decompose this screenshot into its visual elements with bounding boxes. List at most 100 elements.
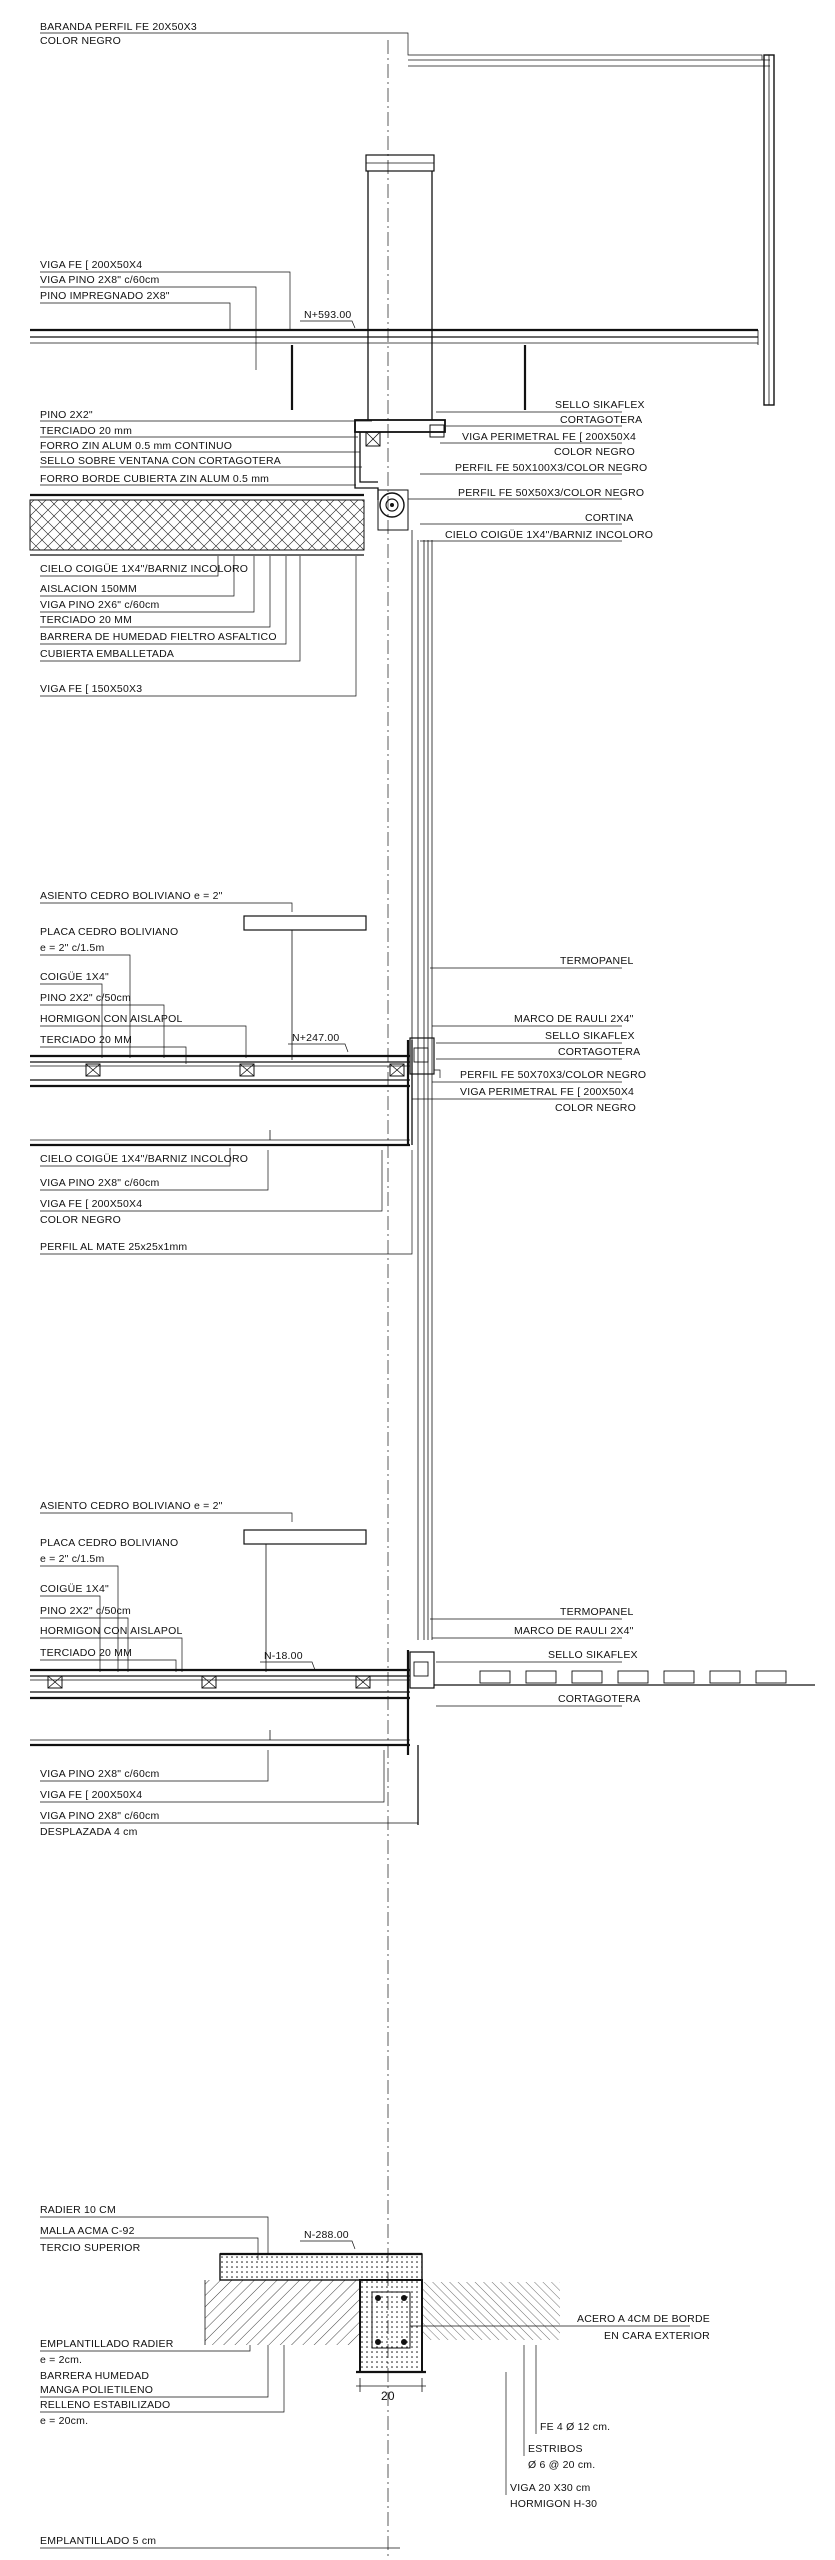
floor1-label-5: PINO 2X2" c/50cm (40, 1605, 131, 1617)
rebar-label-5: HORMIGON H-30 (510, 2498, 597, 2510)
bottom-label: EMPLANTILLADO 5 cm (40, 2535, 400, 2549)
foundation-label-2: MALLA ACMA C-92 (40, 2225, 135, 2237)
floor1-right-label-4: CORTAGOTERA (558, 1693, 640, 1705)
roof-deck-label-2: VIGA PINO 2X8" c/60cm (40, 274, 159, 286)
bottom-label-text: EMPLANTILLADO 5 cm (40, 2535, 156, 2547)
floor1-below-label-4: DESPLAZADA 4 cm (40, 1826, 138, 1838)
beam-dimension: 20 (381, 2389, 395, 2403)
floor1-below-label-2: VIGA FE [ 200X50X4 (40, 1789, 142, 1801)
upper-right-label-4: COLOR NEGRO (554, 446, 635, 458)
roof-below-label-6: CUBIERTA EMBALLETADA (40, 648, 174, 660)
exterior-deck-boards (479, 1670, 787, 1684)
floor2-label-1: ASIENTO CEDRO BOLIVIANO e = 2" (40, 890, 223, 902)
floor2-label-6: HORMIGON CON AISLAPOL (40, 1013, 182, 1025)
foundation-right-labels: ACERO A 4CM DE BORDE EN CARA EXTERIOR (410, 2313, 710, 2342)
roof-below-label-1: CIELO COIGÜE 1X4"/BARNIZ INCOLORO (40, 563, 248, 575)
foundation-label-1: RADIER 10 CM (40, 2204, 116, 2216)
upper-right-label-7: CORTINA (585, 512, 633, 524)
floor1-label-4: COIGÜE 1X4" (40, 1583, 109, 1595)
floor-2-assembly: ASIENTO CEDRO BOLIVIANO e = 2" PLACA CED… (30, 890, 441, 1145)
railing-label-1: BARANDA PERFIL FE 20X50X3 (40, 21, 197, 33)
roof-deck-label-3: PINO IMPREGNADO 2X8" (40, 290, 170, 302)
upper-right-label-5: PERFIL FE 50X100X3/COLOR NEGRO (455, 462, 647, 474)
floor2-below-label-4: COLOR NEGRO (40, 1214, 121, 1226)
floor2-label-2: PLACA CEDRO BOLIVIANO (40, 926, 178, 938)
foundation-left-label-1: EMPLANTILLADO RADIER (40, 2338, 174, 2350)
foundation-right-label-2: EN CARA EXTERIOR (604, 2330, 710, 2342)
upper-left-label-3: FORRO ZIN ALUM 0.5 mm CONTINUO (40, 440, 232, 452)
level-floor-1: N-18.00 (264, 1650, 303, 1662)
steel-column-top (365, 154, 435, 420)
roof-beam-label: VIGA FE [ 150X50X3 (40, 683, 142, 695)
roof-below-label-4: TERCIADO 20 MM (40, 614, 132, 626)
floor-1-assembly: ASIENTO CEDRO BOLIVIANO e = 2" PLACA CED… (30, 1500, 435, 1825)
roof-below-label-2: AISLACION 150MM (40, 583, 137, 595)
floor1-label-3: e = 2" c/1.5m (40, 1553, 104, 1565)
upper-left-label-1: PINO 2X2" (40, 409, 93, 421)
floor-2-right-labels: TERMOPANEL MARCO DE RAULI 2X4" SELLO SIK… (412, 955, 646, 1114)
upper-right-label-1: SELLO SIKAFLEX (555, 399, 645, 411)
foundation-left-label-4: MANGA POLIETILENO (40, 2384, 153, 2396)
floor-2-ceiling-labels: CIELO COIGÜE 1X4"/BARNIZ INCOLORO VIGA P… (30, 1130, 413, 1255)
foundation-left-labels: EMPLANTILLADO RADIER e = 2cm. BARRERA HU… (40, 2338, 285, 2427)
floor1-right-label-2: MARCO DE RAULI 2X4" (514, 1625, 634, 1637)
floor2-right-label-1: TERMOPANEL (560, 955, 634, 967)
rebar-label-3: Ø 6 @ 20 cm. (528, 2459, 595, 2471)
upper-right-label-8: CIELO COIGÜE 1X4"/BARNIZ INCOLORO (445, 529, 653, 541)
rebar-label-2: ESTRIBOS (528, 2443, 583, 2455)
floor2-right-label-7: COLOR NEGRO (555, 1102, 636, 1114)
roof-below-label-3: VIGA PINO 2X6" c/60cm (40, 599, 159, 611)
floor2-label-5: PINO 2X2" c/50cm (40, 992, 131, 1004)
upper-right-label-6: PERFIL FE 50X50X3/COLOR NEGRO (458, 487, 644, 499)
rebar-labels: FE 4 Ø 12 cm. ESTRIBOS Ø 6 @ 20 cm. VIGA… (505, 2345, 610, 2510)
floor1-below-label-3: VIGA PINO 2X8" c/60cm (40, 1810, 159, 1822)
floor1-label-1: ASIENTO CEDRO BOLIVIANO e = 2" (40, 1500, 223, 1512)
window-head-detail: PINO 2X2" TERCIADO 20 mm FORRO ZIN ALUM … (29, 409, 446, 556)
floor2-below-label-1: CIELO COIGÜE 1X4"/BARNIZ INCOLORO (40, 1153, 248, 1165)
floor2-label-7: TERCIADO 20 MM (40, 1034, 132, 1046)
floor1-label-2: PLACA CEDRO BOLIVIANO (40, 1537, 178, 1549)
rebar-label-1: FE 4 Ø 12 cm. (540, 2421, 610, 2433)
level-roof: N+593.00 (304, 309, 351, 321)
floor2-label-3: e = 2" c/1.5m (40, 942, 104, 954)
level-foundation: N-288.00 (304, 2229, 349, 2241)
foundation-left-label-2: e = 2cm. (40, 2354, 82, 2366)
upper-left-label-2: TERCIADO 20 mm (40, 425, 132, 437)
foundation-label-3: TERCIO SUPERIOR (40, 2242, 141, 2254)
floor2-right-label-6: VIGA PERIMETRAL FE [ 200X50X4 (460, 1086, 634, 1098)
roof-assembly-labels: CIELO COIGÜE 1X4"/BARNIZ INCOLORO AISLAC… (40, 556, 357, 697)
floor2-right-label-5: PERFIL FE 50X70X3/COLOR NEGRO (460, 1069, 646, 1081)
floor-1-ceiling-labels: VIGA PINO 2X8" c/60cm VIGA FE [ 200X50X4… (30, 1730, 419, 1838)
floor2-below-label-5: PERFIL AL MATE 25x25x1mm (40, 1241, 187, 1253)
roof-below-label-5: BARRERA DE HUMEDAD FIELTRO ASFALTICO (40, 631, 277, 643)
railing: BARANDA PERFIL FE 20X50X3 COLOR NEGRO (40, 21, 775, 406)
floor1-below-label-1: VIGA PINO 2X8" c/60cm (40, 1768, 159, 1780)
floor2-right-label-3: SELLO SIKAFLEX (545, 1030, 635, 1042)
roof-deck: VIGA FE [ 200X50X4 VIGA PINO 2X8" c/60cm… (30, 259, 759, 410)
floor2-right-label-2: MARCO DE RAULI 2X4" (514, 1013, 634, 1025)
floor1-right-label-3: SELLO SIKAFLEX (548, 1649, 638, 1661)
floor2-below-label-3: VIGA FE [ 200X50X4 (40, 1198, 142, 1210)
foundation-left-label-6: e = 20cm. (40, 2415, 88, 2427)
upper-right-label-3: VIGA PERIMETRAL FE [ 200X50X4 (462, 431, 636, 443)
foundation-left-label-3: BARRERA HUMEDAD (40, 2370, 149, 2382)
upper-right-label-2: CORTAGOTERA (560, 414, 642, 426)
floor1-right-label-1: TERMOPANEL (560, 1606, 634, 1618)
floor1-label-6: HORMIGON CON AISLAPOL (40, 1625, 182, 1637)
floor1-label-7: TERCIADO 20 MM (40, 1647, 132, 1659)
floor2-below-label-2: VIGA PINO 2X8" c/60cm (40, 1177, 159, 1189)
rebar-label-4: VIGA 20 X30 cm (510, 2482, 590, 2494)
upper-left-label-4: SELLO SOBRE VENTANA CON CORTAGOTERA (40, 455, 281, 467)
floor2-right-label-4: CORTAGOTERA (558, 1046, 640, 1058)
window-glazing (411, 530, 433, 1640)
foundation-right-label-1: ACERO A 4CM DE BORDE (577, 2313, 710, 2325)
roof-deck-label-1: VIGA FE [ 200X50X4 (40, 259, 142, 271)
railing-label-2: COLOR NEGRO (40, 35, 121, 47)
floor-1-right-labels: TERMOPANEL MARCO DE RAULI 2X4" SELLO SIK… (430, 1606, 815, 1707)
upper-left-label-5: FORRO BORDE CUBIERTA ZIN ALUM 0.5 mm (40, 473, 269, 485)
floor2-label-4: COIGÜE 1X4" (40, 971, 109, 983)
upper-right-labels: SELLO SIKAFLEX CORTAGOTERA VIGA PERIMETR… (408, 399, 653, 542)
level-floor-2: N+247.00 (292, 1032, 339, 1044)
